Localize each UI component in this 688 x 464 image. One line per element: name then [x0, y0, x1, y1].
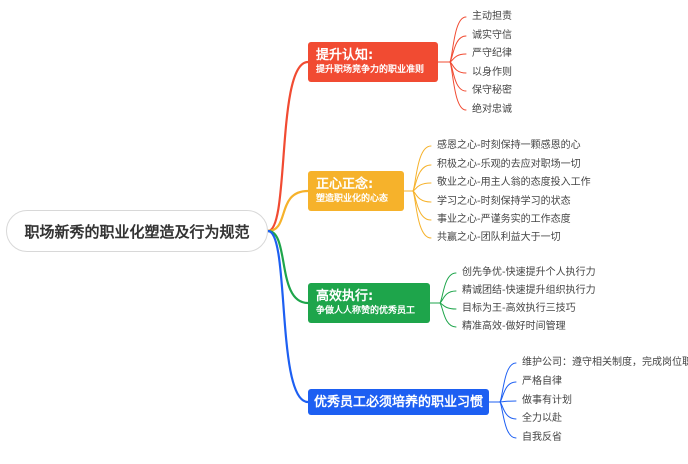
root-topic[interactable]: 职场新秀的职业化塑造及行为规范 [6, 210, 268, 252]
leaf-connector [449, 61, 467, 111]
leaf-connector [439, 302, 457, 328]
leaf-connector [412, 190, 432, 239]
leaf-topic[interactable]: 严格自律 [522, 376, 562, 387]
leaf-topic[interactable]: 创先争优-快速提升个人执行力 [462, 267, 596, 278]
leaf-topic[interactable]: 积极之心-乐观的去应对职场一切 [437, 159, 581, 170]
leaf-topic[interactable]: 事业之心-严谨务实的工作态度 [437, 214, 571, 225]
leaf-topic[interactable]: 主动担责 [472, 11, 512, 22]
leaf-topic[interactable]: 以身作则 [472, 67, 512, 78]
branch-subtitle: 提升职场竞争力的职业准则 [316, 65, 425, 75]
branch-title: 正心正念: [316, 177, 374, 192]
branch-connector [266, 229, 310, 404]
branch-connector [266, 60, 310, 233]
branch-title: 优秀员工必须培养的职业习惯 [314, 394, 484, 410]
branch-topic-cognition[interactable]: 提升认知: 提升职场竞争力的职业准则 [308, 42, 438, 82]
leaf-topic[interactable]: 全力以赴 [522, 413, 562, 424]
branch-topic-mindset[interactable]: 正心正念: 塑造职业化的心态 [308, 171, 404, 211]
leaf-connector [499, 400, 517, 403]
leaf-connector [499, 381, 517, 403]
branch-topic-execution[interactable]: 高效执行: 争做人人称赞的优秀员工 [308, 283, 430, 323]
branch-subtitle: 塑造职业化的心态 [316, 194, 389, 204]
leaf-topic[interactable]: 自我反省 [522, 432, 562, 443]
branch-topic-habits[interactable]: 优秀员工必须培养的职业习惯 [308, 389, 489, 415]
leaf-connector [412, 182, 432, 192]
root-topic-label: 职场新秀的职业化塑造及行为规范 [24, 222, 250, 241]
leaf-topic[interactable]: 精准高效-做好时间管理 [462, 321, 566, 332]
branch-connector [266, 229, 310, 305]
leaf-topic[interactable]: 维护公司：遵守相关制度，完成岗位职责 [522, 357, 688, 368]
branch-title: 高效执行: [316, 289, 374, 304]
leaf-topic[interactable]: 精诚团结-快速提升组织执行力 [462, 285, 596, 296]
leaf-connector [439, 290, 457, 304]
branch-connector [266, 189, 310, 233]
leaf-topic[interactable]: 目标为王-高效执行三技巧 [462, 303, 576, 314]
leaf-topic[interactable]: 保守秘密 [472, 85, 512, 96]
leaf-connector [449, 35, 467, 63]
branch-subtitle: 争做人人称赞的优秀员工 [316, 306, 416, 316]
leaf-topic[interactable]: 感恩之心-时刻保持一颗感恩的心 [437, 140, 581, 151]
leaf-topic[interactable]: 学习之心-时刻保持学习的状态 [437, 196, 571, 207]
leaf-topic[interactable]: 绝对忠诚 [472, 104, 512, 115]
leaf-connector [449, 53, 467, 63]
leaf-topic[interactable]: 敬业之心-用主人翁的态度投入工作 [437, 177, 591, 188]
leaf-topic[interactable]: 诚实守信 [472, 30, 512, 41]
branch-title: 提升认知: [316, 48, 374, 63]
leaf-topic[interactable]: 严守纪律 [472, 48, 512, 59]
leaf-topic[interactable]: 共赢之心-团队利益大于一切 [437, 232, 561, 243]
leaf-connector [439, 272, 457, 304]
leaf-topic[interactable]: 做事有计划 [522, 395, 572, 406]
leaf-connector [499, 401, 517, 439]
leaf-connector [412, 164, 432, 192]
